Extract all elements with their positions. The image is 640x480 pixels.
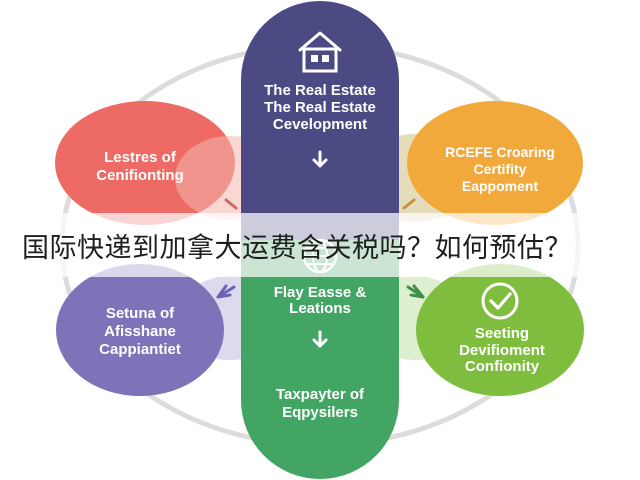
node-top: The Real Estate The Real Estate Cevelopm… <box>241 1 399 240</box>
check-circle-icon <box>481 282 519 320</box>
arrow-left-icon <box>402 198 416 210</box>
node-top-line1: The Real Estate <box>264 82 376 99</box>
node-bottom-line2: Leations <box>289 300 351 317</box>
node-right-top-line2: Certifity <box>474 161 527 177</box>
node-left-top-line1: Lestres of <box>104 149 177 166</box>
node-top-line2: The Real Estate <box>264 99 376 116</box>
node-left-bottom-line1: Setuna of <box>106 305 175 322</box>
node-right-top-line1: RCEFE Croaring <box>445 144 555 160</box>
house-icon <box>298 31 342 73</box>
node-bottom: Flay Easse & Leations Taxpayter of Eqpys… <box>241 238 399 479</box>
node-left-bottom-line2: Afisshane <box>104 323 176 340</box>
node-left-bottom: Setuna of Afisshane Cappiantiet <box>56 264 282 396</box>
arrow-left-icon <box>216 284 236 299</box>
arrow-right-icon <box>224 198 238 210</box>
arrow-right-icon <box>406 284 425 299</box>
node-left-top-line2: Cenifionting <box>96 167 183 184</box>
node-left-bottom-line3: Cappiantiet <box>99 341 181 358</box>
node-right-top-line3: Eappoment <box>462 178 539 194</box>
title-banner <box>0 213 640 277</box>
node-right-bottom-line2: Devifioment <box>459 342 545 359</box>
node-top-line3: Cevelopment <box>273 116 367 133</box>
node-right-bottom-line1: Seeting <box>475 325 529 342</box>
node-bottom-line1: Flay Easse & <box>274 284 367 301</box>
arrow-down-icon <box>312 150 328 168</box>
node-bottom-line4: Eqpysilers <box>282 404 358 421</box>
page-title: 国际快递到加拿大运费含关税吗？如何预估？ <box>22 233 572 264</box>
node-right-bottom-line3: Confionity <box>465 358 540 375</box>
node-bottom-line3: Taxpayter of <box>276 386 365 403</box>
arrow-down-icon <box>312 330 328 348</box>
